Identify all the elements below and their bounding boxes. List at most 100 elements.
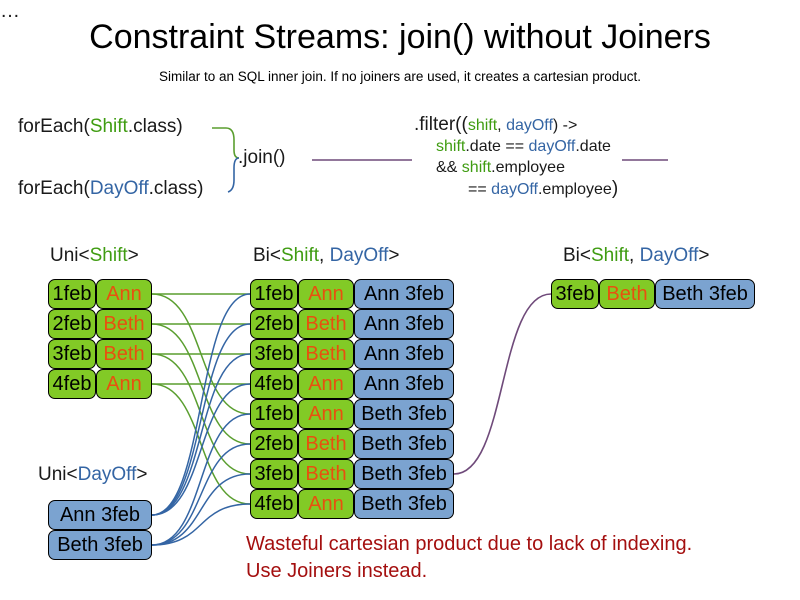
result-dayoff-cell-0: Beth 3feb: [655, 279, 755, 309]
foreach-shift-expression: forEach(Shift.class): [18, 116, 183, 138]
warning-line-2: Use Joiners instead.: [246, 560, 428, 582]
bi-date-text-1: 2feb: [254, 313, 294, 335]
result-employee-text-0: Beth: [606, 283, 648, 305]
bi-employee-text-3: Ann: [308, 373, 344, 395]
bi-date-cell-6: 3feb: [250, 459, 298, 489]
result-date-cell-0: 3feb: [551, 279, 599, 309]
foreach-dayoff-prefix: forEach(: [18, 178, 90, 199]
bi-dayoff-cell-4: Beth 3feb: [354, 399, 454, 429]
caption-uni-dayoff-type: DayOff: [77, 464, 137, 485]
caption-uni-shift-open: Uni<: [50, 245, 90, 266]
filter-l2-mid: .date ==: [465, 138, 529, 155]
bi-date-text-0: 1feb: [254, 283, 294, 305]
result-date-text-0: 3feb: [555, 283, 595, 305]
bi-employee-text-1: Beth: [305, 313, 347, 335]
filter-line-1: .filter((shift, dayOff) ->: [414, 114, 618, 136]
bi-dayoff-text-1: Ann 3feb: [363, 313, 445, 335]
bi-date-cell-5: 2feb: [250, 429, 298, 459]
bi-dayoff-text-7: Beth 3feb: [361, 493, 447, 515]
uni-shift-date-text-3: 4feb: [52, 373, 92, 395]
warning-line-1: Wasteful cartesian product due to lack o…: [246, 533, 693, 555]
uni-shift-date-text-2: 3feb: [52, 343, 92, 365]
bi-employee-cell-5: Beth: [298, 429, 354, 459]
filter-open: .filter((: [414, 114, 468, 135]
caption-uni-dayoff-open: Uni<: [38, 464, 78, 485]
foreach-dayoff-suffix: .class): [148, 178, 204, 199]
warning-text: Wasteful cartesian product due to lack o…: [246, 531, 692, 585]
filter-expression: .filter((shift, dayOff) -> shift.date ==…: [414, 114, 618, 200]
caption-uni-dayoff: Uni<DayOff>: [38, 464, 148, 486]
caption-bi-right-type1: Shift: [591, 245, 630, 266]
uni-shift-employee-cell-3: Ann: [96, 369, 152, 399]
caption-bi-mid-open: Bi<: [253, 245, 281, 266]
caption-bi-right-open: Bi<: [563, 245, 591, 266]
uni-shift-employee-text-3: Ann: [106, 373, 142, 395]
uni-dayoff-text-1: Beth 3feb: [57, 534, 143, 556]
uni-shift-employee-text-0: Ann: [106, 283, 142, 305]
bi-dayoff-text-6: Beth 3feb: [361, 463, 447, 485]
bi-date-text-7: 4feb: [254, 493, 294, 515]
foreach-dayoff-type: DayOff: [89, 178, 149, 199]
result-employee-cell-0: Beth: [599, 279, 655, 309]
filter-line-2: shift.date == dayOff.date: [414, 136, 618, 157]
bi-dayoff-text-0: Ann 3feb: [363, 283, 445, 305]
caption-bi-right: Bi<Shift, DayOff>: [563, 245, 709, 267]
filter-l3-and: &&: [436, 159, 462, 176]
caption-bi-mid-type2: DayOff: [329, 245, 389, 266]
bi-dayoff-cell-5: Beth 3feb: [354, 429, 454, 459]
filter-l4-eq: ==: [468, 181, 492, 198]
filter-l2-end: .date: [575, 138, 611, 155]
bi-employee-text-6: Beth: [305, 463, 347, 485]
filter-arrow: ) ->: [552, 117, 578, 134]
bi-dayoff-cell-7: Beth 3feb: [354, 489, 454, 519]
filter-param-dayoff: dayOff: [506, 117, 553, 134]
bi-dayoff-text-2: Ann 3feb: [363, 343, 445, 365]
bi-employee-cell-3: Ann: [298, 369, 354, 399]
uni-dayoff-text-0: Ann 3feb: [59, 504, 141, 526]
bi-dayoff-cell-1: Ann 3feb: [354, 309, 454, 339]
caption-uni-shift: Uni<Shift>: [50, 245, 139, 267]
filter-l2-shift: shift: [436, 138, 466, 155]
filter-param-shift: shift: [467, 117, 498, 134]
bi-date-text-4: 1feb: [254, 403, 294, 425]
page-subtitle: Similar to an SQL inner join. If no join…: [159, 69, 641, 84]
bi-employee-text-7: Ann: [308, 493, 344, 515]
bi-employee-cell-0: Ann: [298, 279, 354, 309]
bi-dayoff-text-3: Ann 3feb: [363, 373, 445, 395]
bi-employee-text-0: Ann: [308, 283, 344, 305]
bi-date-text-6: 3feb: [254, 463, 294, 485]
bi-dayoff-cell-0: Ann 3feb: [354, 279, 454, 309]
uni-shift-date-cell-1: 2feb: [48, 309, 96, 339]
foreach-shift-suffix: .class): [127, 116, 183, 137]
bi-employee-cell-7: Ann: [298, 489, 354, 519]
bi-date-cell-1: 2feb: [250, 309, 298, 339]
bi-date-text-5: 2feb: [254, 433, 294, 455]
bi-date-cell-7: 4feb: [250, 489, 298, 519]
filter-comma: ,: [497, 117, 507, 134]
foreach-shift-type: Shift: [89, 116, 128, 137]
bi-date-cell-4: 1feb: [250, 399, 298, 429]
result-dayoff-text-0: Beth 3feb: [662, 283, 748, 305]
uni-dayoff-cell-1: Beth 3feb: [48, 530, 152, 560]
uni-shift-employee-cell-1: Beth: [96, 309, 152, 339]
caption-bi-right-comma: ,: [629, 245, 640, 266]
uni-shift-date-cell-3: 4feb: [48, 369, 96, 399]
bi-employee-text-5: Beth: [305, 433, 347, 455]
bi-date-text-3: 4feb: [254, 373, 294, 395]
caption-bi-mid-comma: ,: [319, 245, 330, 266]
ellipsis-label: …: [0, 0, 20, 22]
bi-dayoff-cell-6: Beth 3feb: [354, 459, 454, 489]
bi-date-cell-0: 1feb: [250, 279, 298, 309]
bi-date-text-2: 3feb: [254, 343, 294, 365]
bi-employee-text-4: Ann: [308, 403, 344, 425]
filter-l4-dayoff: dayOff: [491, 181, 538, 198]
uni-shift-date-cell-2: 3feb: [48, 339, 96, 369]
page-title: Constraint Streams: join() without Joine…: [89, 18, 711, 56]
filter-l4-close: ): [611, 178, 619, 199]
uni-dayoff-cell-0: Ann 3feb: [48, 500, 152, 530]
caption-uni-shift-close: >: [127, 245, 139, 266]
uni-shift-date-text-0: 1feb: [52, 283, 92, 305]
foreach-shift-prefix: forEach(: [18, 116, 90, 137]
filter-l3-shift: shift: [461, 159, 492, 176]
